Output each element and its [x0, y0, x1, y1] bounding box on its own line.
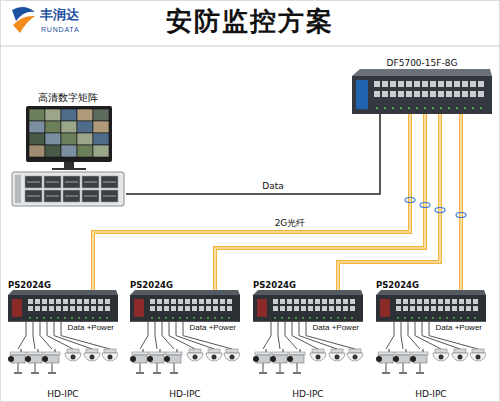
camera-group: HD-IPC — [253, 346, 363, 400]
device-drawing — [130, 290, 240, 322]
device-drawing — [8, 290, 118, 322]
node-label: HD-IPC — [8, 389, 118, 400]
node-label: PS2024G — [376, 280, 486, 290]
cable-line — [40, 322, 52, 349]
fiber-line — [459, 114, 463, 290]
fiber-core — [338, 114, 440, 290]
node-label: DF5700-15F-8G — [352, 58, 492, 69]
fiber-core — [460, 114, 461, 290]
fiber-link — [461, 114, 462, 290]
device-drawing — [253, 290, 363, 322]
fiber-ring — [420, 203, 430, 208]
logo-mark — [13, 16, 35, 33]
device-drawing — [376, 290, 486, 322]
poe-switch: PS2024G — [130, 280, 240, 322]
node-label: PS2024G — [130, 280, 240, 290]
device-drawing — [376, 346, 486, 389]
node-label: HD-IPC — [130, 389, 240, 400]
cable-line — [140, 322, 148, 349]
device-drawing — [8, 346, 118, 389]
cable-line — [33, 322, 35, 349]
fiber-ring — [456, 213, 466, 218]
fiber-line — [338, 114, 440, 290]
device-drawing — [10, 104, 126, 208]
fiber-ring — [435, 208, 445, 213]
edge-label: 2G光纤 — [273, 218, 308, 229]
cable-line — [162, 322, 174, 349]
edge-label: Data +Power — [66, 323, 116, 333]
device-drawing — [130, 346, 240, 389]
camera-group: HD-IPC — [376, 346, 486, 400]
node-label: HD-IPC — [253, 389, 363, 400]
core-switch: DF5700-15F-8G — [352, 58, 492, 114]
cable-line — [285, 322, 297, 349]
fiber-ring — [405, 198, 415, 203]
video-matrix: 高清数字矩阵 — [10, 92, 126, 208]
node-label: PS2024G — [253, 280, 363, 290]
edge-label: Data +Power — [188, 323, 238, 333]
data-line — [126, 114, 380, 194]
cable-line — [278, 322, 280, 349]
brand-text: 丰润达 — [40, 7, 79, 23]
cable-line — [401, 322, 403, 349]
data-link — [126, 114, 380, 194]
cable-line — [18, 322, 26, 349]
camera-group: HD-IPC — [130, 346, 240, 400]
poe-switch: PS2024G — [376, 280, 486, 322]
node-label: HD-IPC — [376, 389, 486, 400]
cable-line — [155, 322, 157, 349]
device-drawing — [352, 69, 492, 114]
brand-text: RUNDATA — [41, 26, 79, 34]
node-label: 高清数字矩阵 — [10, 92, 126, 104]
node-label: PS2024G — [8, 280, 118, 290]
camera-group: HD-IPC — [8, 346, 118, 400]
cable-line — [386, 322, 394, 349]
header-rule — [0, 46, 500, 47]
poe-switch: PS2024G — [253, 280, 363, 322]
cable-line — [408, 322, 420, 349]
fiber-link — [338, 114, 440, 290]
edge-label: Data — [260, 181, 286, 192]
edge-label: Data +Power — [311, 323, 361, 333]
cable-line — [263, 322, 271, 349]
poe-switch: PS2024G — [8, 280, 118, 322]
edge-label: Data +Power — [434, 323, 484, 333]
device-drawing — [253, 346, 363, 389]
